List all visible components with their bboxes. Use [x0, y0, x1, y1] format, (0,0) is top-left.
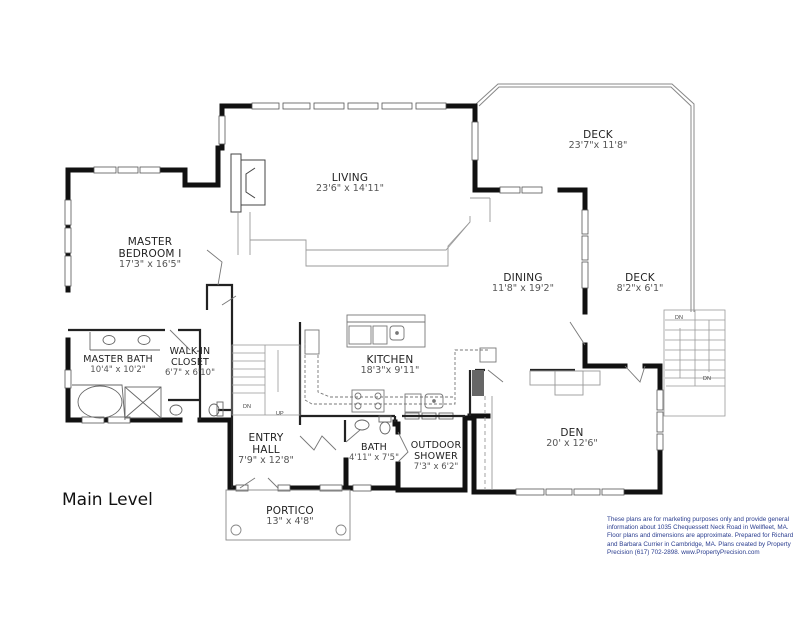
portico	[225, 489, 351, 541]
den-built-ins	[484, 370, 601, 490]
room-dimensions: 13" x 4'8"	[266, 516, 314, 528]
room-name: CLOSET	[170, 356, 210, 368]
room-name: SHOWER	[414, 450, 458, 462]
doors	[169, 249, 646, 489]
room-label-walk-in-closet: WALK-IN CLOSET 6'7" x 6'10"	[165, 346, 215, 379]
room-name: HALL	[252, 444, 280, 457]
room-name: DINING	[503, 272, 543, 284]
stair-label-up: UP	[276, 411, 284, 417]
room-label-deck-main: DECK 23'7"x 11'8"	[569, 129, 628, 152]
room-dimensions: 18'3"x 9'11"	[360, 365, 420, 377]
room-dimensions: 7'9" x 12'8"	[238, 455, 294, 467]
room-dimensions: 23'6" x 14'11"	[316, 183, 384, 195]
room-name: BATH	[360, 442, 388, 453]
bath-fixtures	[354, 415, 392, 435]
disclaimer-note: These plans are for marketing purposes o…	[607, 516, 794, 556]
interior-stairs	[231, 344, 301, 416]
room-label-bath: BATH 4'11" x 7'5"	[349, 442, 399, 464]
room-label-kitchen: KITCHEN 18'3"x 9'11"	[361, 354, 420, 377]
room-dimensions: 23'7"x 11'8"	[568, 140, 628, 152]
ext-stair-label-dn-bottom: DN	[703, 376, 711, 382]
room-dimensions: 8'2"x 6'1"	[616, 283, 664, 295]
room-name: DECK	[625, 272, 655, 284]
living-built-in	[237, 197, 491, 267]
room-name: MASTER BATH	[83, 354, 153, 365]
windows	[64, 102, 664, 496]
room-name: DECK	[583, 129, 613, 141]
room-dimensions: 4'11" x 7'5"	[349, 452, 399, 463]
room-label-master-bath: MASTER BATH 10'4" x 10'2"	[83, 354, 153, 376]
exterior-stairs	[663, 309, 726, 417]
room-dimensions: 6'7" x 6'10"	[165, 367, 215, 378]
room-label-entry-hall: ENTRY HALL 7'9" x 12'8"	[238, 432, 294, 467]
room-name: ENTRY	[248, 432, 284, 444]
room-dimensions: 20' x 12'6"	[546, 438, 598, 450]
exterior-walls	[65, 103, 663, 495]
room-dimensions: 10'4" x 10'2"	[90, 364, 146, 375]
deck-outline	[475, 83, 695, 312]
room-name: PORTICO	[266, 505, 314, 517]
room-name: LIVING	[331, 172, 369, 184]
room-name: BEDROOM I	[118, 248, 182, 261]
ext-stair-label-dn-top: DN	[675, 315, 683, 321]
room-dimensions: 11'8" x 19'2"	[492, 283, 554, 295]
interior-walls	[68, 283, 575, 488]
room-name: WALK-IN	[169, 346, 211, 357]
room-dimensions: 7'3" x 6'2"	[413, 461, 459, 472]
level-title: Main Level	[62, 490, 153, 510]
room-name: DEN	[560, 427, 584, 439]
room-label-outdoor-shower: OUTDOOR SHOWER 7'3" x 6'2"	[410, 440, 462, 473]
room-label-dining: DINING 11'8" x 19'2"	[492, 272, 554, 295]
room-name: KITCHEN	[366, 354, 414, 366]
room-label-living: LIVING 23'6" x 14'11"	[316, 172, 384, 195]
fireplace	[230, 153, 266, 213]
den-fireplace-wall	[472, 370, 484, 396]
room-label-den: DEN 20' x 12'6"	[546, 427, 597, 450]
room-label-master-bedroom: MASTER BEDROOM I 17'3" x 16'5"	[118, 236, 181, 271]
room-dimensions: 17'3" x 16'5"	[119, 259, 181, 271]
kitchen-island	[304, 314, 497, 413]
room-label-portico: PORTICO 13" x 4'8"	[266, 505, 314, 528]
room-name: OUTDOOR	[410, 440, 462, 451]
room-name: MASTER	[127, 236, 173, 248]
stair-label-dn: DN	[243, 404, 251, 410]
room-label-deck-small: DECK 8'2"x 6'1"	[617, 272, 664, 295]
master-bath-fixtures	[72, 332, 224, 421]
